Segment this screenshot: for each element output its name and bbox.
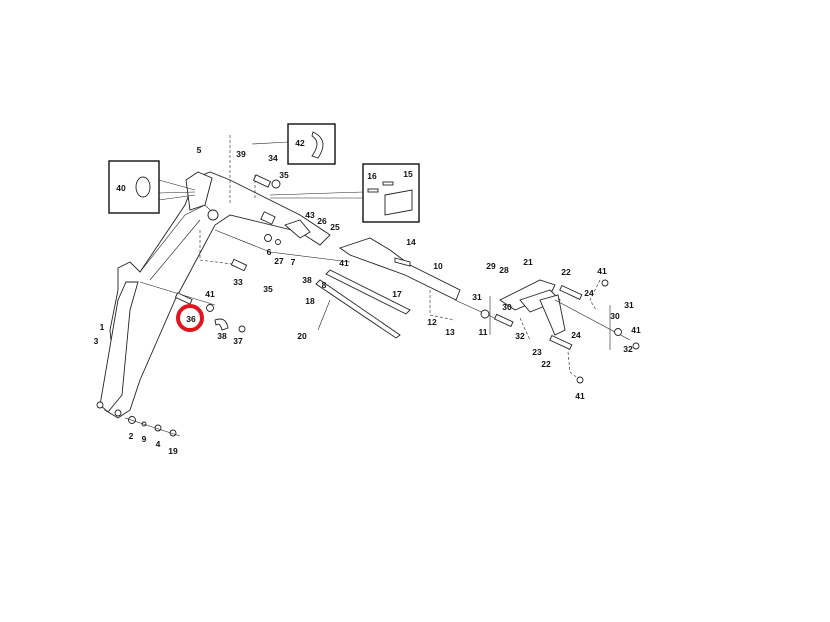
part-label[interactable]: 41 [575,391,585,401]
linkage-assembly [480,279,640,384]
part-label[interactable]: 17 [392,289,402,299]
part-label[interactable]: 8 [322,280,327,290]
part-label[interactable]: 43 [305,210,315,220]
part-label[interactable]: 22 [561,267,571,277]
part-label[interactable]: 38 [302,275,312,285]
highlight-circle-36 [176,304,204,332]
part-label[interactable]: 21 [523,257,533,267]
part-label[interactable]: 3 [94,336,99,346]
part-label[interactable]: 6 [267,247,272,257]
part-label[interactable]: 36 [186,314,196,324]
part-label[interactable]: 38 [217,331,227,341]
part-labels: 5 39 42 34 35 40 16 15 43 26 25 14 10 6 … [94,138,641,456]
boom-body [96,171,331,419]
part-label[interactable]: 20 [297,331,307,341]
part-label[interactable]: 30 [610,311,620,321]
part-label[interactable]: 23 [532,347,542,357]
part-label[interactable]: 42 [295,138,305,148]
part-label[interactable]: 25 [330,222,340,232]
part-label[interactable]: 24 [571,330,581,340]
inset-box-42 [251,123,336,165]
part-label[interactable]: 9 [142,434,147,444]
part-label[interactable]: 40 [116,183,126,193]
part-label[interactable]: 35 [279,170,289,180]
part-label[interactable]: 24 [584,288,594,298]
part-label[interactable]: 16 [367,171,377,181]
part-label[interactable]: 34 [268,153,278,163]
part-label[interactable]: 27 [274,256,284,266]
part-label[interactable]: 41 [631,325,641,335]
part-label[interactable]: 26 [317,216,327,226]
part-label[interactable]: 22 [541,359,551,369]
part-label[interactable]: 41 [597,266,607,276]
part-label[interactable]: 33 [233,277,243,287]
part-label[interactable]: 29 [486,261,496,271]
inset-box-15-16 [269,163,420,223]
part-label[interactable]: 18 [305,296,315,306]
part-label[interactable]: 32 [515,331,525,341]
part-label[interactable]: 10 [433,261,443,271]
inset-box-40 [108,160,196,214]
part-label[interactable]: 12 [427,317,437,327]
part-label[interactable]: 4 [156,439,161,449]
part-label[interactable]: 13 [445,327,455,337]
part-label[interactable]: 19 [168,446,178,456]
part-label[interactable]: 31 [624,300,634,310]
part-label[interactable]: 30 [502,302,512,312]
part-label[interactable]: 15 [403,169,413,179]
part-label[interactable]: 5 [197,145,202,155]
part-label[interactable]: 7 [291,257,296,267]
part-label[interactable]: 1 [100,322,105,332]
part-label[interactable]: 41 [339,258,349,268]
part-label[interactable]: 11 [479,327,488,337]
cylinder-assembly [124,135,511,437]
part-label[interactable]: 41 [205,289,215,299]
part-label[interactable]: 35 [263,284,273,294]
part-label[interactable]: 2 [129,431,134,441]
part-label[interactable]: 28 [499,265,509,275]
part-label[interactable]: 14 [406,237,416,247]
part-label[interactable]: 31 [472,292,482,302]
part-label[interactable]: 32 [623,344,633,354]
part-label[interactable]: 39 [236,149,246,159]
part-label[interactable]: 37 [233,336,243,346]
